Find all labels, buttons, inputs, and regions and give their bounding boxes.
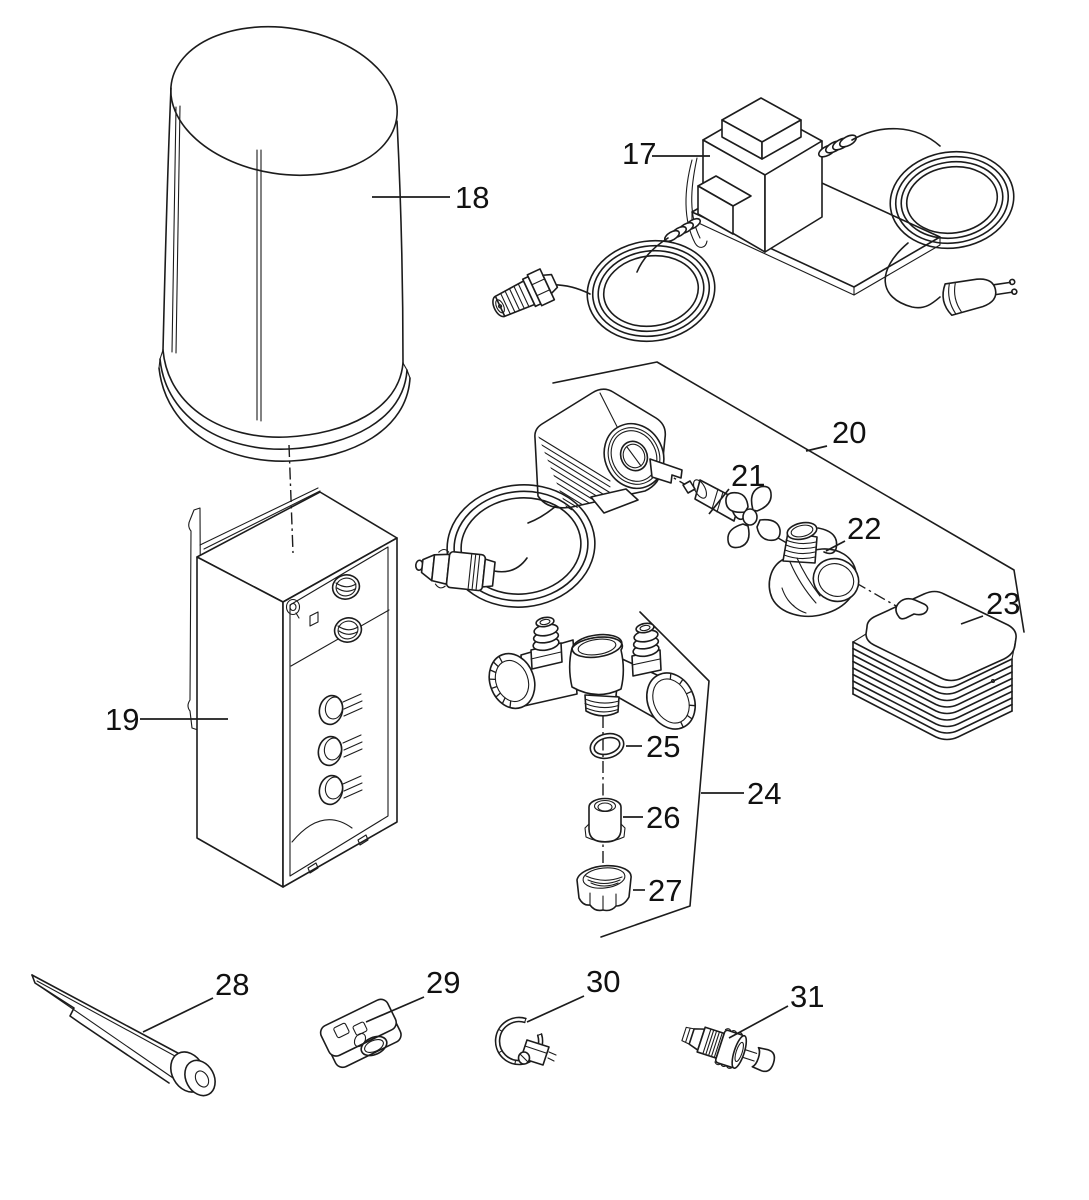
part-17-transformer-drawing [492,97,1018,343]
leader-line-23 [960,615,984,625]
part-label-28: 28 [215,967,249,1002]
part-label-26: 26 [646,800,680,835]
part-26-threaded-insert-drawing [584,797,626,843]
leader-line-31 [728,1005,789,1039]
part-27-union-nut-drawing [576,864,632,912]
group-20-pump-assembly-drawing [414,361,1025,741]
part-18-cover-drawing [158,25,411,462]
part-31-cable-connector-drawing [681,1026,776,1073]
part-19-mounting-box-drawing [187,487,398,888]
group-24-bracket-line [600,611,710,938]
group-24-distributor-drawing [488,611,710,938]
part-label-17: 17 [622,136,656,171]
leader-line-28 [142,997,214,1033]
leader-line-30 [526,995,585,1023]
part-label-29: 29 [426,965,460,1000]
leader-line-22 [825,540,846,552]
part-label-20: 20 [832,415,866,450]
group-20-bracket-line [552,361,1025,633]
part-label-30: 30 [586,964,620,999]
part-labels: 17 18 19 20 21 22 23 24 25 26 27 28 29 3… [105,136,1020,1039]
part-label-23: 23 [986,586,1020,621]
leader-line-21 [708,488,730,515]
part-29-remote-control-drawing [319,998,402,1069]
part-label-31: 31 [790,979,824,1014]
leader-line-20 [805,445,828,452]
part-label-25: 25 [646,729,680,764]
part-label-27: 27 [648,873,682,908]
part-21-impeller-drawing [682,479,781,549]
part-25-oring-drawing [589,732,625,760]
leader-line-29 [365,996,425,1023]
center-axis-18-19 [288,444,294,554]
part-30-hose-clamp-drawing [494,1016,557,1066]
part-22-pump-housing-drawing [768,521,860,618]
part-28-ground-stake-drawing [31,974,216,1097]
part-label-22: 22 [847,511,881,546]
part-label-21: 21 [731,458,765,493]
part-23-pump-cover-drawing [852,590,1017,741]
part-label-24: 24 [747,776,781,811]
part-label-19: 19 [105,702,139,737]
part-label-18: 18 [455,180,489,215]
